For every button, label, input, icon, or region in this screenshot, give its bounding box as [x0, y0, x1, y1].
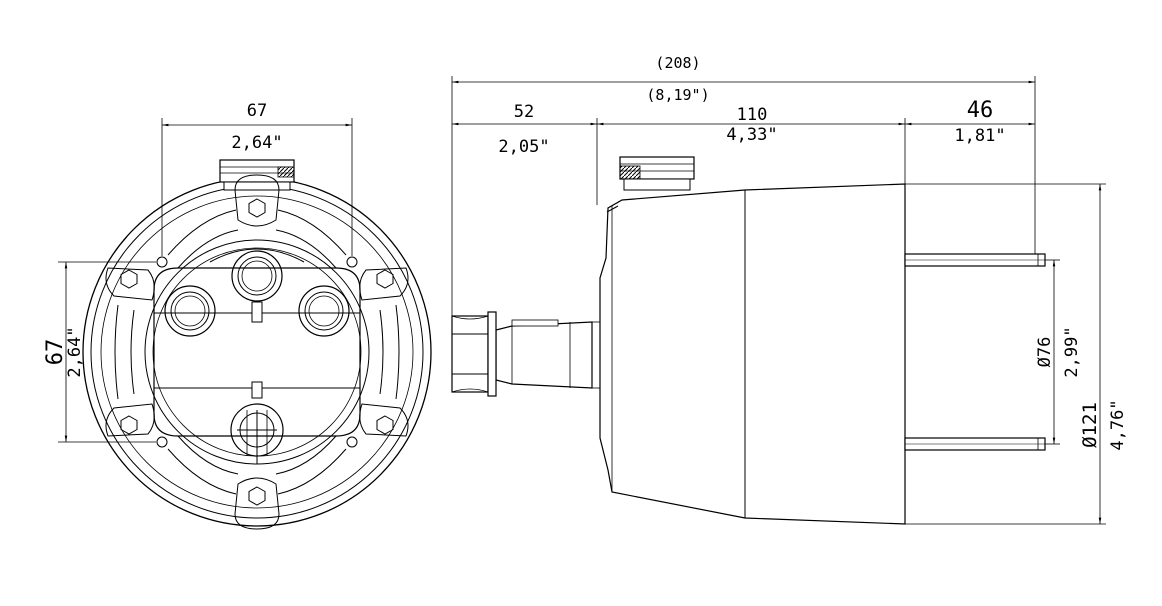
side-inner-dia-in: 2,99" [1062, 326, 1082, 377]
shaft-center [230, 403, 284, 464]
front-height-mm: 67 [43, 339, 68, 366]
side-seg2-mm: 110 [737, 105, 768, 125]
front-width-mm: 67 [247, 101, 267, 121]
side-hex-nut [451, 311, 497, 397]
port-left [164, 285, 216, 337]
side-connector [619, 156, 695, 191]
side-seg3-in: 1,81" [954, 126, 1005, 146]
side-view: (208) (8,19") 52 2,05" 110 4,33" 46 1,81… [451, 54, 1128, 525]
port-top [231, 250, 283, 302]
side-overall-in: (8,19") [646, 86, 709, 104]
side-inner-dia-mm: Ø76 [1035, 337, 1055, 368]
mounting-lug-right-top [359, 267, 409, 301]
side-seg1-mm: 52 [514, 102, 534, 122]
side-outer-dia-in: 4,76" [1108, 399, 1128, 450]
front-width-in: 2,64" [231, 133, 282, 153]
side-outer-dia-mm: Ø121 [1079, 402, 1101, 448]
mounting-lug-left-bottom [105, 403, 155, 437]
mounting-lug-top [234, 174, 280, 227]
side-seg1-in: 2,05" [498, 137, 549, 157]
side-seg2-in: 4,33" [726, 125, 777, 145]
front-view: 67 2,64" 67 2,64" [43, 101, 432, 530]
mounting-lug-left-top [105, 267, 155, 301]
connector-top [219, 159, 295, 191]
side-overall-mm: (208) [655, 54, 700, 72]
port-right [298, 285, 350, 337]
mounting-lug-bottom [234, 477, 280, 530]
side-shaft [495, 319, 600, 389]
front-height-in: 2,64" [65, 326, 85, 377]
side-seg3-mm: 46 [967, 98, 994, 123]
mounting-lug-right-bottom [359, 403, 409, 437]
